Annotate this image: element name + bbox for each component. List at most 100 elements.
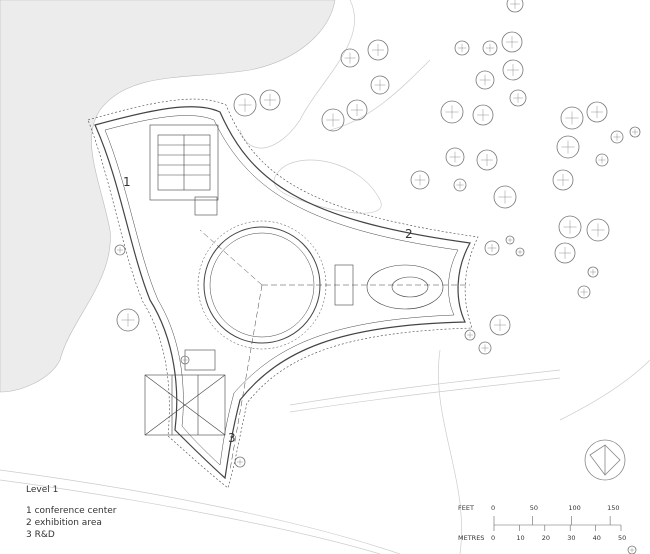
tree-icon: [587, 266, 599, 278]
tree-icon: [259, 89, 281, 111]
tree-icon: [180, 355, 190, 365]
tree-icon: [627, 545, 637, 554]
metre-tick-label: 20: [542, 534, 550, 542]
tree-icon: [476, 149, 498, 171]
tree-branches: [445, 105, 459, 119]
tree-branches: [591, 223, 605, 237]
tree-branches: [117, 247, 123, 253]
tree-icon: [595, 153, 609, 167]
tree-icon: [586, 218, 610, 242]
rnd-block: [144, 349, 226, 436]
tree-branches: [481, 344, 489, 352]
tree-branches: [182, 357, 188, 363]
tree-branches: [449, 151, 461, 163]
feet-tick-label: 0: [491, 504, 495, 512]
tree-icon: [114, 244, 126, 256]
tree-branches: [598, 156, 606, 164]
tree-icon: [482, 40, 498, 56]
exhibition-oval: [334, 264, 444, 310]
tree-branches: [557, 174, 569, 186]
tree-icon: [586, 101, 608, 123]
tree-icon: [493, 185, 517, 209]
tree-icon: [560, 106, 584, 130]
metre-ticks: 0 10 20 30 40 50: [491, 525, 626, 542]
tree-icon: [475, 70, 495, 90]
metres-label: METRES: [458, 534, 484, 542]
tree-icon: [629, 126, 641, 138]
north-arrow-icon: [584, 439, 626, 481]
tree-branches: [590, 269, 596, 275]
tree-icon: [233, 93, 257, 117]
tree-icon: [509, 89, 527, 107]
area-label-2: 2: [405, 227, 413, 241]
tree-icon: [506, 0, 524, 13]
tree-icon: [484, 240, 500, 256]
tree-icon: [558, 215, 582, 239]
tree-branches: [565, 111, 579, 125]
metre-tick-label: 40: [593, 534, 601, 542]
tree-branches: [613, 133, 621, 141]
tree-branches: [485, 43, 495, 53]
tree-icon: [440, 100, 464, 124]
tree-branches: [479, 74, 491, 86]
tree-icon: [454, 40, 470, 56]
tree-icon: [464, 329, 476, 341]
central-rotunda: [197, 220, 470, 471]
tree-branches: [580, 288, 588, 296]
tree-branches: [238, 98, 252, 112]
tree-branches: [563, 220, 577, 234]
conference-hall: [149, 124, 219, 216]
metre-tick-label: 30: [567, 534, 575, 542]
metre-tick-label: 0: [491, 534, 495, 542]
water-area: [0, 0, 336, 393]
feet-tick-label: 100: [568, 504, 580, 512]
building-outline: [87, 98, 479, 489]
legend-item-3: 3 R&D: [26, 530, 55, 540]
feet-label: FEET: [458, 504, 474, 512]
metre-tick-label: 50: [618, 534, 626, 542]
tree-branches: [477, 109, 489, 121]
trees: [114, 0, 641, 554]
tree-icon: [502, 59, 524, 81]
feet-tick-label: 150: [607, 504, 619, 512]
tree-icon: [556, 135, 580, 159]
tree-icon: [453, 178, 467, 192]
tree-branches: [507, 237, 513, 243]
tree-branches: [632, 129, 638, 135]
tree-branches: [414, 174, 426, 186]
tree-branches: [237, 459, 243, 465]
tree-branches: [344, 52, 356, 64]
tree-icon: [472, 104, 494, 126]
tree-icon: [610, 130, 624, 144]
tree-icon: [489, 314, 511, 336]
tree-icon: [116, 308, 140, 332]
tree-branches: [629, 547, 635, 553]
tree-branches: [498, 190, 512, 204]
legend-item-1: 1 conference center: [26, 506, 117, 516]
tree-branches: [457, 43, 467, 53]
tree-icon: [445, 147, 465, 167]
tree-icon: [501, 31, 523, 53]
metre-tick-label: 10: [516, 534, 524, 542]
tree-branches: [374, 79, 386, 91]
tree-icon: [321, 108, 345, 132]
tree-icon: [515, 247, 525, 257]
tree-branches: [487, 243, 497, 253]
tree-branches: [467, 332, 473, 338]
tree-branches: [326, 113, 340, 127]
tree-icon: [370, 75, 390, 95]
tree-branches: [507, 64, 519, 76]
tree-branches: [494, 319, 506, 331]
area-label-3: 3: [228, 431, 236, 445]
tree-icon: [340, 48, 360, 68]
tree-branches: [559, 247, 571, 259]
tree-icon: [552, 169, 574, 191]
tree-icon: [554, 242, 576, 264]
tree-branches: [591, 106, 603, 118]
tree-icon: [478, 341, 492, 355]
